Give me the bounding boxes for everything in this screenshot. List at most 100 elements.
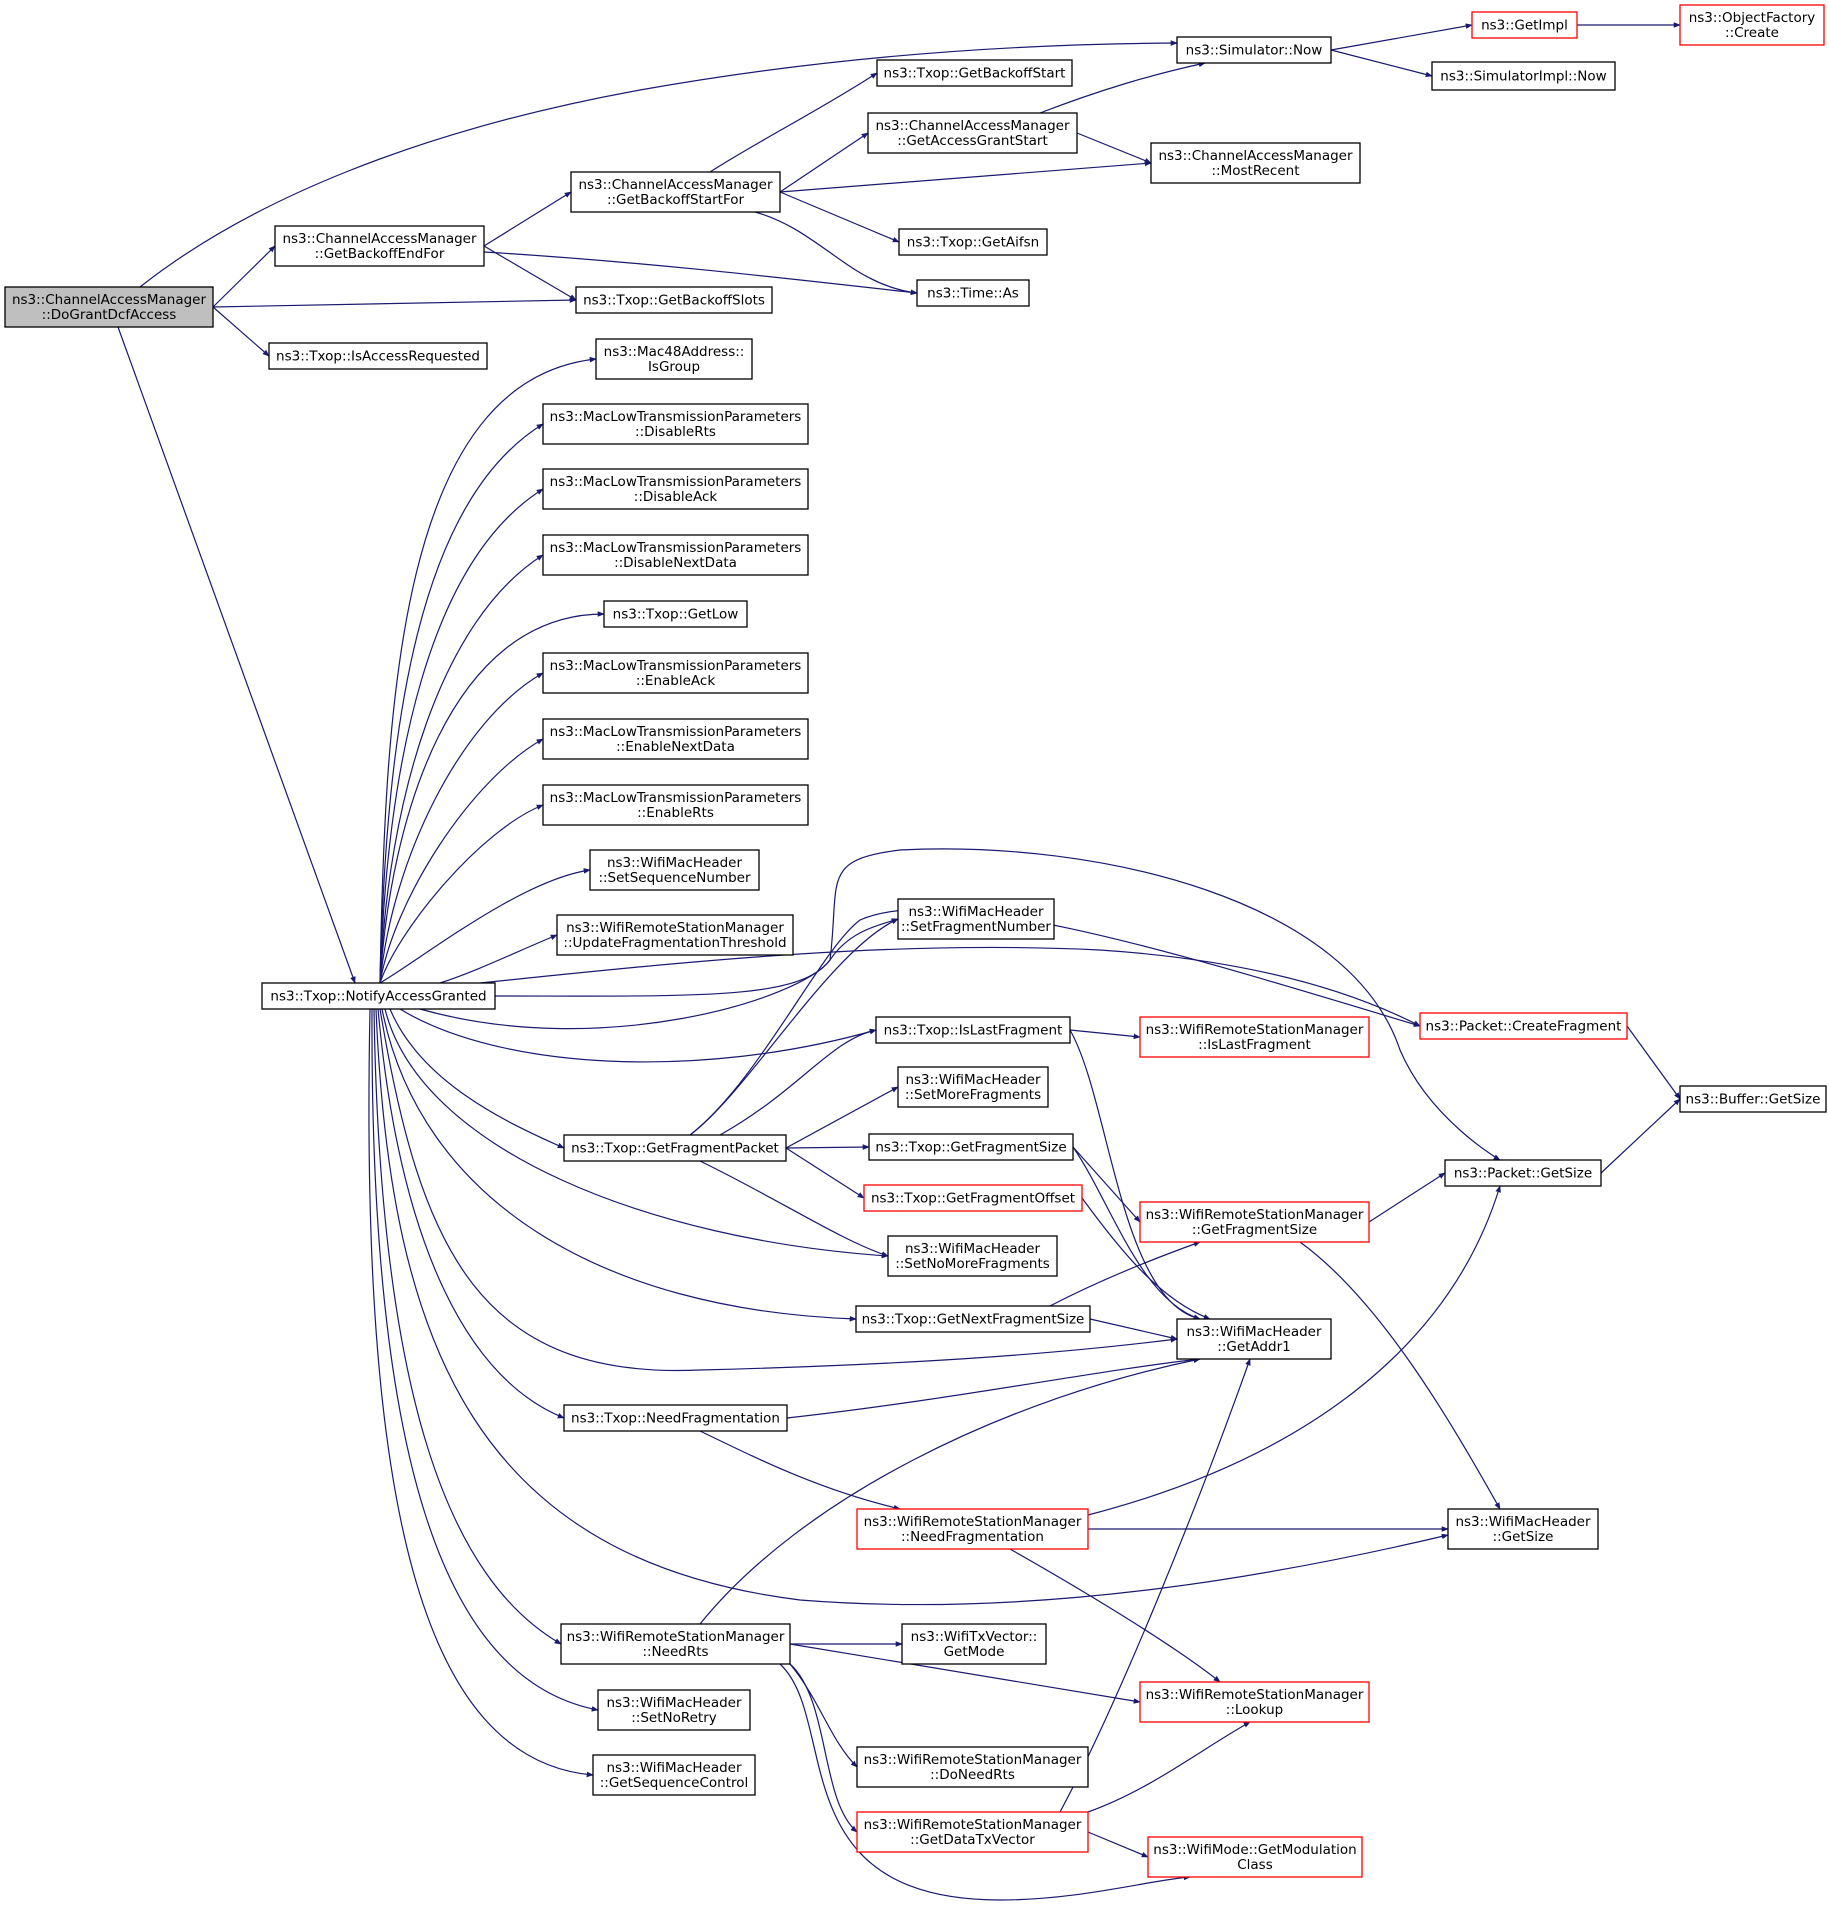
- node-label: ns3::Txop::GetNextFragmentSize: [862, 1312, 1085, 1328]
- node-label: ns3::WifiMacHeader: [908, 904, 1044, 920]
- node-getnextfrag[interactable]: ns3::Txop::GetNextFragmentSize: [855, 1305, 1091, 1333]
- node-ennext[interactable]: ns3::MacLowTransmissionParameters::Enabl…: [542, 718, 809, 760]
- node-notify[interactable]: ns3::Txop::NotifyAccessGranted: [261, 982, 496, 1010]
- edge-needrts-to-getaddr1: [699, 1357, 1201, 1625]
- node-label: ns3::Packet::GetSize: [1454, 1166, 1592, 1182]
- node-pktsize[interactable]: ns3::Packet::GetSize: [1444, 1159, 1602, 1187]
- edge-gbsf-to-gags: [779, 132, 869, 193]
- node-box: [274, 225, 485, 267]
- node-label: ::DisableRts: [635, 424, 716, 440]
- node-getlow[interactable]: ns3::Txop::GetLow: [603, 600, 748, 628]
- node-label: ns3::Simulator::Now: [1186, 43, 1323, 59]
- node-label: ns3::MacLowTransmissionParameters: [550, 409, 802, 425]
- node-createfrag[interactable]: ns3::Packet::CreateFragment: [1419, 1012, 1628, 1040]
- node-updfrag[interactable]: ns3::WifiRemoteStationManager::UpdateFra…: [556, 914, 794, 956]
- node-box: [876, 59, 1073, 87]
- edge-getdatatx-to-lookup: [1087, 1721, 1251, 1813]
- edge-getfragpkt-to-setmorefrag: [785, 1086, 899, 1149]
- node-label: ::GetBackoffEndFor: [315, 246, 445, 262]
- node-isgroup[interactable]: ns3::Mac48Address::IsGroup: [595, 338, 753, 380]
- node-label: ns3::Mac48Address::: [604, 344, 745, 360]
- edge-notify-to-needrts: [373, 1008, 562, 1645]
- node-setseq[interactable]: ns3::WifiMacHeader::SetSequenceNumber: [589, 849, 760, 891]
- node-islastfrag[interactable]: ns3::Txop::IsLastFragment: [875, 1016, 1071, 1044]
- edge-notify-to-disrts: [379, 423, 544, 984]
- edge-getnextfrag-to-wrsmfragsize: [1049, 1241, 1201, 1307]
- node-box: [901, 1623, 1047, 1665]
- node-label: ns3::WifiMacHeader: [905, 1072, 1041, 1088]
- edge-notify-to-setfragnum: [419, 918, 899, 1030]
- node-getaddr1[interactable]: ns3::WifiMacHeader::GetAddr1: [1176, 1318, 1332, 1360]
- edge-root-to-notify: [117, 326, 356, 984]
- edge-simnow-to-getimpl: [1330, 23, 1473, 51]
- node-box: [856, 1811, 1089, 1853]
- node-simnow[interactable]: ns3::Simulator::Now: [1176, 36, 1332, 64]
- node-enrts[interactable]: ns3::MacLowTransmissionParameters::Enabl…: [542, 784, 809, 826]
- node-txvmode[interactable]: ns3::WifiTxVector::GetMode: [901, 1623, 1047, 1665]
- node-label: ns3::WifiRemoteStationManager: [1146, 1207, 1364, 1223]
- node-gbsf[interactable]: ns3::ChannelAccessManager::GetBackoffSta…: [570, 171, 781, 213]
- node-box: [1139, 1016, 1370, 1058]
- node-setnomore[interactable]: ns3::WifiMacHeader::SetNoMoreFragments: [887, 1235, 1058, 1277]
- node-disrts[interactable]: ns3::MacLowTransmissionParameters::Disab…: [542, 403, 809, 445]
- node-box: [868, 1133, 1074, 1161]
- edge-gbsf-to-timeas: [754, 211, 918, 296]
- node-hdrsize[interactable]: ns3::WifiMacHeader::GetSize: [1447, 1508, 1599, 1550]
- node-wrsmneedfrag[interactable]: ns3::WifiRemoteStationManager::NeedFragm…: [856, 1508, 1089, 1550]
- node-label: ns3::Txop::GetAifsn: [907, 235, 1039, 251]
- node-getdatatx[interactable]: ns3::WifiRemoteStationManager::GetDataTx…: [856, 1811, 1089, 1853]
- node-gbslots[interactable]: ns3::Txop::GetBackoffSlots: [575, 286, 773, 314]
- node-needfrag[interactable]: ns3::Txop::NeedFragmentation: [563, 1404, 788, 1432]
- node-timeas[interactable]: ns3::Time::As: [916, 279, 1030, 307]
- node-lookup[interactable]: ns3::WifiRemoteStationManager::Lookup: [1139, 1681, 1370, 1723]
- node-label: ns3::Buffer::GetSize: [1686, 1092, 1821, 1108]
- edge-root-to-gbslots: [212, 297, 577, 308]
- node-setnoretry[interactable]: ns3::WifiMacHeader::SetNoRetry: [597, 1689, 751, 1731]
- node-label: ns3::Txop::GetBackoffStart: [884, 66, 1066, 82]
- node-label: ::EnableNextData: [616, 739, 735, 755]
- node-getfragoff[interactable]: ns3::Txop::GetFragmentOffset: [863, 1184, 1083, 1212]
- node-label: ns3::WifiMacHeader: [606, 1695, 742, 1711]
- node-gags[interactable]: ns3::ChannelAccessManager::GetAccessGran…: [867, 112, 1078, 154]
- node-getfragsize[interactable]: ns3::Txop::GetFragmentSize: [868, 1133, 1074, 1161]
- edge-root-to-simnow: [139, 40, 1178, 288]
- node-wrsmfragsize[interactable]: ns3::WifiRemoteStationManager::GetFragme…: [1139, 1201, 1370, 1243]
- node-root[interactable]: ns3::ChannelAccessManager::DoGrantDcfAcc…: [4, 286, 214, 328]
- edge-createfrag-to-buffersize: [1626, 1025, 1681, 1100]
- node-doneedrts[interactable]: ns3::WifiRemoteStationManager::DoNeedRts: [856, 1746, 1089, 1788]
- node-label: ::MostRecent: [1212, 163, 1300, 179]
- node-setmorefrag[interactable]: ns3::WifiMacHeader::SetMoreFragments: [897, 1066, 1049, 1108]
- node-disnext[interactable]: ns3::MacLowTransmissionParameters::Disab…: [542, 534, 809, 576]
- node-gbstart[interactable]: ns3::Txop::GetBackoffStart: [876, 59, 1073, 87]
- edge-gbsf-to-mostrecent: [779, 160, 1152, 193]
- node-label: ns3::Txop::GetFragmentPacket: [571, 1141, 779, 1157]
- node-label: ::GetAddr1: [1217, 1339, 1290, 1355]
- node-label: ::SetNoRetry: [631, 1710, 717, 1726]
- edge-gbsf-to-aifsn: [779, 191, 900, 243]
- node-setfragnum[interactable]: ns3::WifiMacHeader::SetFragmentNumber: [897, 898, 1055, 940]
- node-getimpl[interactable]: ns3::GetImpl: [1471, 11, 1578, 39]
- node-label: ns3::ChannelAccessManager: [12, 292, 207, 308]
- edge-notify-to-createfrag: [479, 946, 1421, 1027]
- node-needrts[interactable]: ns3::WifiRemoteStationManager::NeedRts: [560, 1623, 791, 1665]
- node-getfragpkt[interactable]: ns3::Txop::GetFragmentPacket: [563, 1134, 787, 1162]
- node-gbef[interactable]: ns3::ChannelAccessManager::GetBackoffEnd…: [274, 225, 485, 267]
- node-getseqctl[interactable]: ns3::WifiMacHeader::GetSequenceControl: [592, 1754, 756, 1796]
- node-box: [542, 784, 809, 826]
- node-box: [563, 1134, 787, 1162]
- node-wrsmislast[interactable]: ns3::WifiRemoteStationManager::IsLastFra…: [1139, 1016, 1370, 1058]
- node-box: [560, 1623, 791, 1665]
- edge-notify-to-ennext: [379, 738, 544, 984]
- node-isaccreq[interactable]: ns3::Txop::IsAccessRequested: [268, 342, 488, 370]
- node-label: ns3::WifiMacHeader: [1186, 1324, 1322, 1340]
- node-simimplnow[interactable]: ns3::SimulatorImpl::Now: [1431, 61, 1616, 91]
- node-buffersize[interactable]: ns3::Buffer::GetSize: [1679, 1085, 1827, 1113]
- node-disack[interactable]: ns3::MacLowTransmissionParameters::Disab…: [542, 468, 809, 510]
- node-mostrecent[interactable]: ns3::ChannelAccessManager::MostRecent: [1150, 142, 1361, 184]
- node-enack[interactable]: ns3::MacLowTransmissionParameters::Enabl…: [542, 652, 809, 694]
- node-aifsn[interactable]: ns3::Txop::GetAifsn: [898, 228, 1048, 256]
- node-objfactory[interactable]: ns3::ObjectFactory::Create: [1679, 4, 1825, 46]
- node-label: ns3::WifiMacHeader: [1455, 1514, 1591, 1530]
